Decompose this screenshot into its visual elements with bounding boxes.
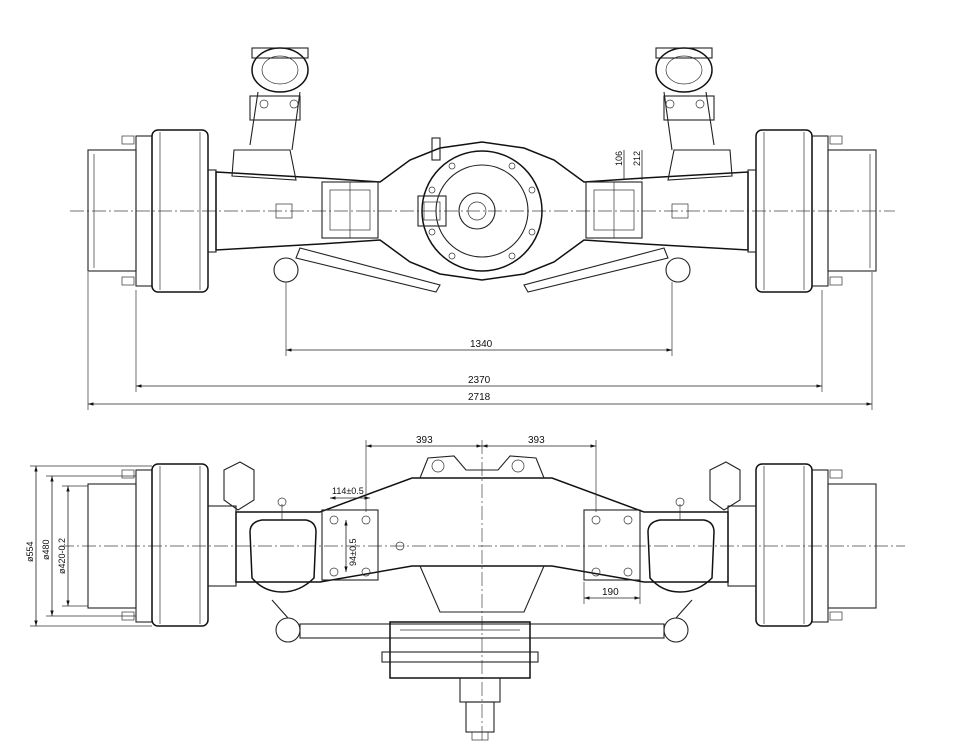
- dim-1340: 1340: [470, 339, 493, 350]
- offset-dimensions: 106 212: [614, 150, 643, 180]
- right-brake-chamber-top: [655, 47, 733, 181]
- dim-212: 212: [632, 151, 642, 166]
- left-brake-chamber-front: [223, 461, 317, 593]
- left-wheel-hub: [87, 129, 217, 293]
- dim-114: 114±0.5: [332, 486, 364, 496]
- tie-rod-front: [271, 599, 693, 643]
- dim-393-right: 393: [528, 435, 545, 446]
- right-wheel-hub: [747, 129, 877, 293]
- right-wheel-hub-front: [727, 463, 877, 627]
- spring-seat-dimensions: 393 393: [365, 435, 597, 512]
- axle-housing-top: [215, 141, 749, 281]
- dim-2718: 2718: [468, 392, 491, 403]
- right-brake-chamber-front: [647, 461, 741, 593]
- tie-rods-top: [273, 247, 691, 293]
- bottom-gearbox: [381, 621, 539, 741]
- dim-554: ø554: [25, 541, 35, 562]
- dim-393-left: 393: [416, 435, 433, 446]
- dim-190: 190: [602, 587, 619, 598]
- dim-480: ø480: [41, 539, 51, 560]
- left-wheel-hub-front: [87, 463, 237, 627]
- dim-94: 94±0.5: [348, 539, 358, 566]
- dim-420: ø420-0.2: [57, 538, 67, 574]
- dim-2370: 2370: [468, 375, 491, 386]
- axle-beam-front: [235, 455, 729, 613]
- dim-106: 106: [614, 151, 624, 166]
- front-view: 393 393 114±0.5 94±0.5 190 ø554 ø480: [25, 435, 905, 741]
- differential-top: [417, 137, 543, 272]
- diameter-dimensions: ø554 ø480 ø420-0.2: [25, 465, 152, 627]
- left-brake-chamber-top: [231, 47, 309, 181]
- bolt-pattern-dimensions: 114±0.5 94±0.5 190: [330, 486, 641, 604]
- top-dimension-lines: 1340 2370 2718: [87, 272, 873, 410]
- top-view: 106 212 1340 2370 2718: [70, 47, 895, 410]
